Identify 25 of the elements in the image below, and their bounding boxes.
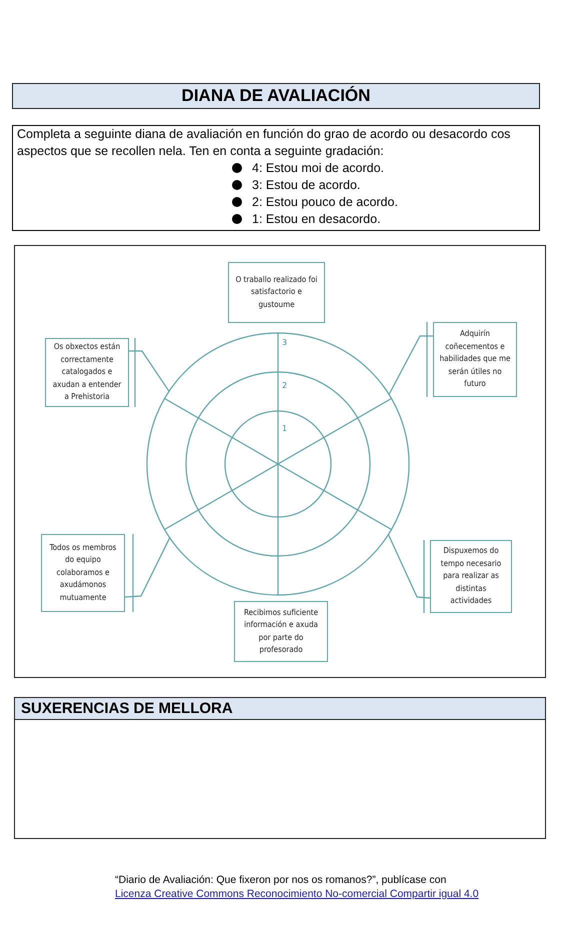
statement-box: Dispuxemos do tempo necesario para realizar as distintas actividades	[430, 540, 512, 613]
scale-number: 1	[282, 424, 288, 433]
instruction-text: Completa a seguinte diana de avaliación en función do grao de acordo ou desacordo cos aspectos que se recollen nela. Ten en conta a seguinte gradación:	[17, 126, 512, 160]
statement-box: Recibimos suficiente información e axuda por parte do profesorado	[234, 601, 328, 662]
leader-line	[124, 538, 170, 598]
instruction-box	[12, 125, 540, 231]
scale-level-text: 2: Estou pouco de acordo.	[252, 195, 398, 209]
leader-line	[388, 335, 433, 395]
title: DIANA DE AVALIACIÓN	[12, 83, 540, 109]
license-link: Licenza Creative Commons Reconocimiento No-comercial Compartir igual 4.0	[115, 888, 479, 900]
statement-box: O traballo realizado foi satisfactorio e gustoume	[228, 262, 325, 323]
suggestions-box	[14, 697, 546, 839]
scale-number: 2	[282, 381, 288, 390]
credit-text: “Diario de Avaliación: Que fixeron por nos os romanos?”, publícase con	[115, 874, 446, 886]
scale-level-text: 1: Estou en desacordo.	[252, 212, 381, 226]
scale-level-text: 4: Estou moi de acordo.	[252, 161, 384, 175]
scale-number: 3	[282, 338, 288, 347]
statement-box: Adquirín coñecementos e habilidades que me serán útiles no futuro	[433, 322, 517, 397]
section-heading: SUXERENCIAS DE MELLORA	[15, 698, 545, 720]
leader-line	[129, 350, 170, 392]
scale-level-text: 3: Estou de acordo.	[252, 178, 360, 192]
statement-box: Os obxectos están correctamente catalogados e axudan a entender a Prehistoria	[45, 338, 129, 407]
target-drawing	[146, 332, 410, 596]
leader-line	[388, 534, 430, 599]
statement-box: Todos os membros do equipo colaboramos e axudámonos mutuamente	[41, 534, 125, 612]
